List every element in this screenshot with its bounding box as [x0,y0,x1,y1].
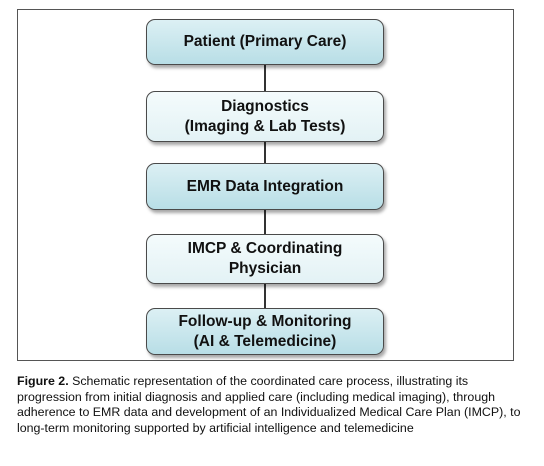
box-patient-primary-care: Patient (Primary Care) [146,19,384,65]
connector-4-5 [264,284,266,308]
caption-label: Figure 2. [17,374,69,388]
caption-text: Schematic representation of the coordina… [17,374,521,435]
figure-caption: Figure 2. Schematic representation of th… [17,374,527,436]
box-diagnostics: Diagnostics (Imaging & Lab Tests) [146,91,384,142]
box-imcp-coordinating-physician: IMCP & Coordinating Physician [146,234,384,284]
box-emr-data-integration: EMR Data Integration [146,163,384,210]
connector-1-2 [264,65,266,91]
box-follow-up-monitoring: Follow-up & Monitoring (AI & Telemedicin… [146,308,384,355]
connector-3-4 [264,210,266,234]
connector-2-3 [264,142,266,163]
